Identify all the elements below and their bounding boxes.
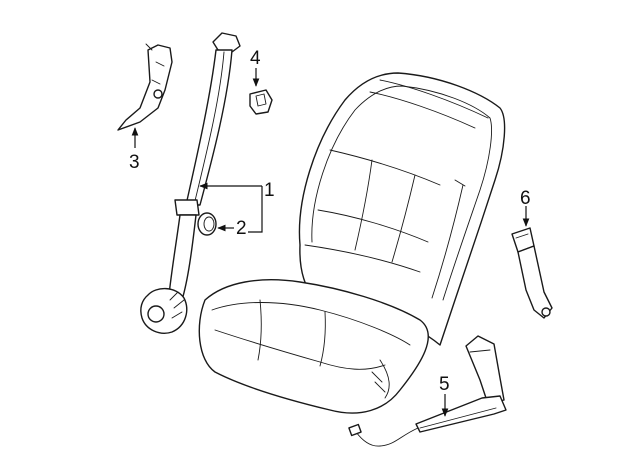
part-3-anchor-bracket [117, 43, 173, 131]
part-1-seat-belt-retractor [140, 32, 241, 334]
callout-3-label: 3 [129, 152, 140, 173]
part-4-clip [249, 89, 273, 115]
part-6-buckle-end [511, 227, 553, 319]
callout-5-label: 5 [439, 374, 450, 395]
callout-6-label: 6 [520, 188, 531, 209]
callout-2-label: 2 [236, 218, 247, 239]
callout-1-bracket [248, 186, 263, 233]
part-5-buckle-assembly [348, 335, 507, 447]
seat-assembly [198, 72, 506, 414]
callout-1-label: 1 [264, 180, 275, 201]
callout-4-label: 4 [250, 48, 261, 69]
part-2-plug [197, 212, 217, 236]
